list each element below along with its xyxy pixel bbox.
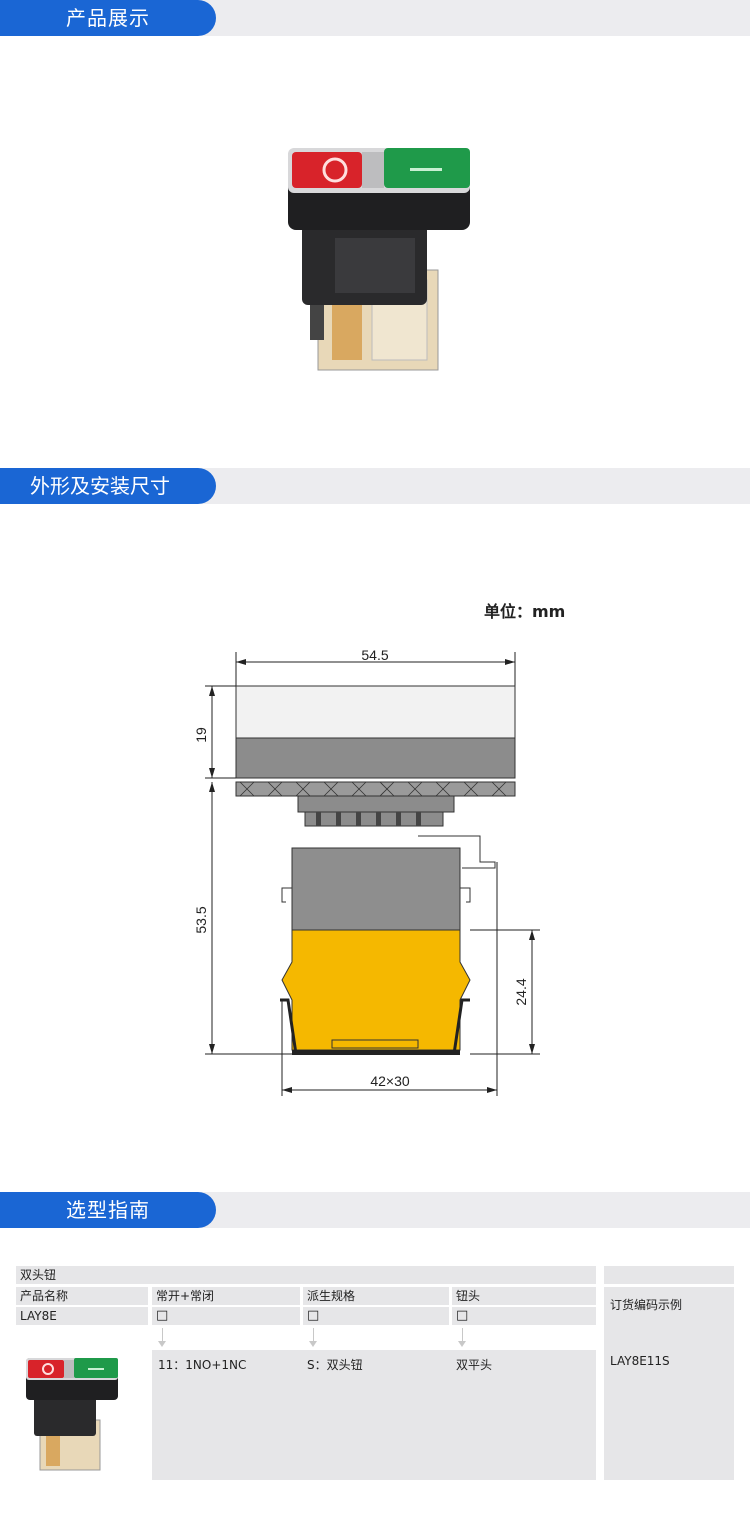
section-bar-selection-guide: 选型指南: [0, 1192, 750, 1228]
arrow-line-variant: [313, 1328, 314, 1342]
section-title-selection-guide: 选型指南: [0, 1192, 216, 1228]
button-value: 双平头: [456, 1358, 493, 1372]
dim-top-width: 54.5: [361, 647, 388, 663]
contacts-checkbox: □: [156, 1308, 169, 1323]
header-row-bg-1: [16, 1287, 148, 1305]
order-header: 订货编码示例: [610, 1298, 683, 1312]
header-variant: 派生规格: [307, 1289, 356, 1303]
dim-head-height: 19: [193, 727, 209, 743]
dimension-drawing: 54.5 19 53.5: [193, 647, 540, 1096]
button-checkbox: □: [456, 1308, 469, 1323]
arrow-head-button: [458, 1341, 466, 1347]
table-title-row: [16, 1266, 596, 1284]
product-thumbnail: [26, 1358, 118, 1471]
arrow-line-contacts: [162, 1328, 163, 1342]
dim-block-height: 24.4: [513, 978, 529, 1005]
code-row-bg-3: [303, 1307, 449, 1325]
code-row-bg-1: [16, 1307, 148, 1325]
product-code: LAY8E: [20, 1309, 57, 1323]
dim-body-height: 53.5: [193, 906, 209, 933]
code-row-bg-4: [452, 1307, 596, 1325]
section-bar-product-display: 产品展示: [0, 0, 750, 36]
arrow-head-variant: [309, 1341, 317, 1347]
header-row-bg-3: [303, 1287, 449, 1305]
table-title: 双头钮: [20, 1268, 57, 1282]
section-bar-dimensions: 外形及安装尺寸: [0, 468, 750, 504]
order-example: LAY8E11S: [610, 1354, 670, 1368]
header-row-bg-2: [152, 1287, 300, 1305]
code-row-bg-2: [152, 1307, 300, 1325]
order-header-top: [604, 1266, 734, 1284]
arrow-head-contacts: [158, 1341, 166, 1347]
red-cap: [292, 152, 362, 188]
values-area: [152, 1350, 596, 1480]
header-button: 钮头: [456, 1289, 481, 1303]
contacts-value: 11：1NO+1NC: [158, 1358, 247, 1372]
unit-label: 单位：mm: [484, 602, 566, 621]
header-contacts: 常开+常闭: [156, 1289, 215, 1303]
arrow-line-button: [462, 1328, 463, 1342]
variant-checkbox: □: [307, 1308, 320, 1323]
header-product-name: 产品名称: [20, 1289, 69, 1303]
product-photo: [288, 148, 470, 371]
variant-value: S：双头钮: [307, 1358, 363, 1372]
section-title-dimensions: 外形及安装尺寸: [0, 468, 216, 504]
order-column: [604, 1287, 734, 1480]
header-row-bg-4: [452, 1287, 596, 1305]
section-title-product-display: 产品展示: [0, 0, 216, 36]
dim-base: 42×30: [370, 1073, 410, 1089]
